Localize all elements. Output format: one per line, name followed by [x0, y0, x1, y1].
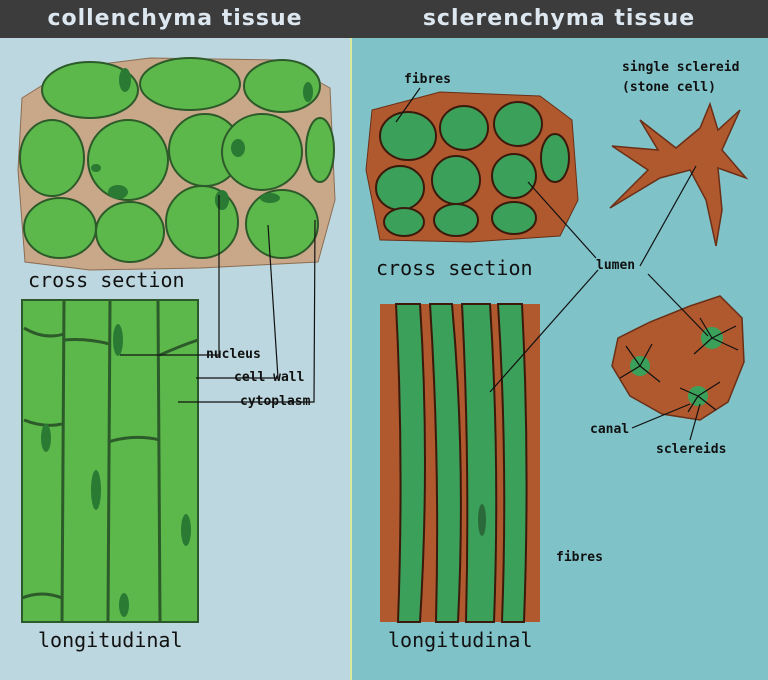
sclerenchyma-cross-section-label: cross section	[376, 256, 533, 280]
sclerenchyma-title: sclerenchyma tissue	[350, 0, 768, 38]
single-sclereid-label: single sclereid	[622, 60, 740, 75]
sclereid-cluster	[611, 295, 745, 421]
stone-cell-label: (stone cell)	[622, 80, 716, 95]
sclerenchyma-longitudinal-label: longitudinal	[388, 628, 533, 652]
fibres-side-label: fibres	[556, 550, 603, 565]
sclerenchyma-cross-section	[365, 91, 579, 243]
collenchyma-leader-lines	[120, 195, 316, 403]
collenchyma-title: collenchyma tissue	[0, 0, 350, 38]
nucleus-label: nucleus	[206, 347, 261, 362]
sclerenchyma-leader-lines	[395, 87, 709, 441]
collenchyma-cross-section	[17, 57, 336, 271]
canal-label: canal	[590, 422, 630, 437]
cytoplasm-label: cytoplasm	[240, 394, 311, 409]
fibres-top-label: fibres	[404, 72, 451, 87]
collenchyma-longitudinal-label: longitudinal	[38, 628, 183, 652]
single-sclereid	[609, 101, 749, 247]
lumen-label: lumen	[596, 258, 636, 273]
cell-wall-label: cell wall	[234, 370, 305, 385]
sclereids-label: sclereids	[656, 442, 727, 457]
collenchyma-longitudinal	[21, 299, 199, 623]
sclerenchyma-longitudinal	[380, 303, 540, 623]
collenchyma-cross-section-label: cross section	[28, 268, 185, 292]
